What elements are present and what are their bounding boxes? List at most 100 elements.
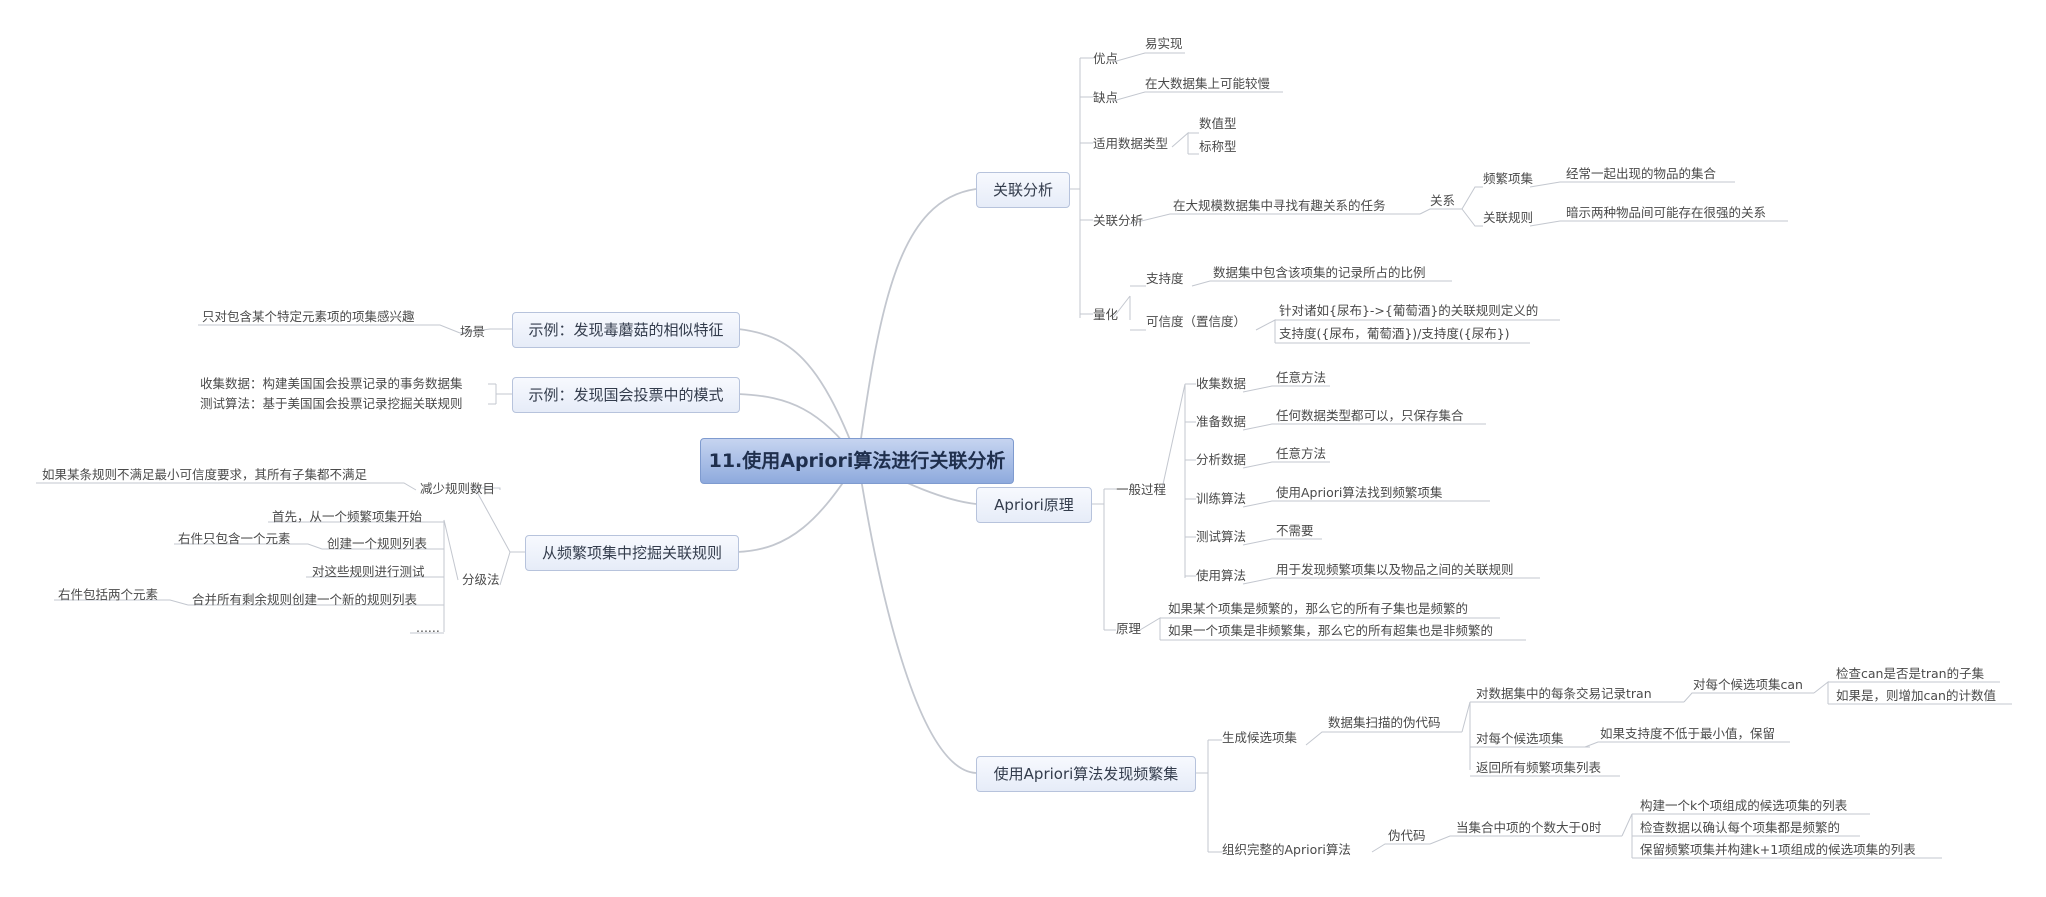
node-step-prepare[interactable]: 准备数据: [1196, 414, 1247, 429]
connector-line: [1419, 208, 1462, 215]
connector-line: [857, 188, 977, 461]
connector-line: [174, 543, 323, 550]
connector-line: [470, 487, 501, 490]
node-split-ellipsis[interactable]: ......: [416, 620, 440, 635]
node-keep-and-build[interactable]: 保留频繁项集并构建k+1项组成的候选项集的列表: [1640, 842, 1916, 857]
node-scan-pseudocode[interactable]: 数据集扫描的伪代码: [1328, 715, 1441, 730]
node-association-rule-desc[interactable]: 暗示两种物品间可能存在很强的关系: [1566, 205, 1767, 220]
connector-line: [1255, 319, 1276, 343]
connector-line: [1584, 741, 1790, 748]
node-association-rule[interactable]: 关联规则: [1483, 210, 1534, 225]
node-numeric[interactable]: 数值型: [1199, 116, 1237, 131]
connector-line: [1305, 731, 1462, 746]
connector-line: [1242, 538, 1322, 546]
node-easy-implement[interactable]: 易实现: [1145, 36, 1183, 51]
node-quantify[interactable]: 量化: [1093, 307, 1119, 322]
connector-line: [1242, 461, 1330, 469]
node-split-merge[interactable]: 合并所有剩余规则创建一个新的规则列表: [192, 592, 418, 607]
node-right-two[interactable]: 右件包括两个元素: [58, 587, 159, 602]
node-split-create[interactable]: 创建一个规则列表: [327, 536, 428, 551]
topic-apriori-principle[interactable]: Apriori原理: [976, 487, 1092, 523]
node-split-start[interactable]: 首先，从一个频繁项集开始: [272, 509, 423, 524]
node-general-process[interactable]: 一般过程: [1116, 482, 1167, 497]
node-confidence-formula[interactable]: 支持度({尿布，葡萄酒})/支持度({尿布}): [1279, 326, 1510, 341]
node-slow-large-data[interactable]: 在大数据集上可能较慢: [1145, 76, 1271, 91]
node-analysis[interactable]: 关联分析: [1093, 213, 1144, 228]
root-topic[interactable]: 11.使用Apriori算法进行关联分析: [700, 438, 1014, 484]
node-increment-count[interactable]: 如果是，则增加can的计数值: [1836, 688, 1996, 703]
connector-line: [443, 519, 459, 632]
node-vote-collect[interactable]: 收集数据：构建美国国会投票记录的事务数据集: [200, 376, 463, 391]
connector-line: [1139, 617, 1161, 640]
node-keep-min-support[interactable]: 如果支持度不低于最小值，保留: [1600, 726, 1776, 741]
connector-line: [1161, 383, 1186, 578]
node-return-frequent[interactable]: 返回所有频繁项集列表: [1476, 760, 1602, 775]
connector-line: [499, 551, 511, 586]
connector-line: [1242, 500, 1490, 508]
node-reduce-rules[interactable]: 减少规则数目: [420, 481, 496, 496]
topic-mushroom-example[interactable]: 示例：发现毒蘑菇的相似特征: [512, 312, 740, 348]
connector-line: [1529, 220, 1788, 227]
node-step-test[interactable]: 测试算法: [1196, 529, 1247, 544]
node-step-use-desc[interactable]: 用于发现频繁项集以及物品之间的关联规则: [1276, 562, 1514, 577]
node-step-train-desc[interactable]: 使用Apriori算法找到频繁项集: [1276, 485, 1443, 500]
topic-vote-example[interactable]: 示例：发现国会投票中的模式: [512, 377, 740, 413]
node-per-candidate[interactable]: 对每个候选项集: [1476, 731, 1564, 746]
node-step-analyze-desc[interactable]: 任意方法: [1276, 446, 1327, 461]
node-support-desc[interactable]: 数据集中包含该项集的记录所占的比例: [1213, 265, 1426, 280]
node-step-collect-desc[interactable]: 任意方法: [1276, 370, 1327, 385]
node-step-test-desc[interactable]: 不需要: [1276, 523, 1314, 538]
node-generate-candidates[interactable]: 生成候选项集: [1222, 730, 1298, 745]
node-vote-test[interactable]: 测试算法：基于美国国会投票记录挖掘关联规则: [200, 396, 463, 411]
connector-line: [1813, 680, 1829, 704]
node-principle[interactable]: 原理: [1116, 621, 1142, 636]
node-full-algorithm[interactable]: 组织完整的Apriori算法: [1222, 842, 1351, 857]
node-principle-subset[interactable]: 如果某个项集是频繁的，那么它的所有子集也是频繁的: [1168, 601, 1469, 616]
node-full-pseudocode[interactable]: 伪代码: [1388, 828, 1426, 843]
topic-find-frequent-sets[interactable]: 使用Apriori算法发现频繁集: [976, 756, 1196, 792]
node-relation[interactable]: 关系: [1430, 193, 1456, 208]
node-step-prepare-desc[interactable]: 任何数据类型都可以，只保存集合: [1276, 408, 1464, 423]
node-advantages[interactable]: 优点: [1093, 51, 1119, 66]
node-principle-superset[interactable]: 如果一个项集是非频繁集，那么它的所有超集也是非频繁的: [1168, 623, 1494, 638]
node-check-subset[interactable]: 检查can是否是tran的子集: [1836, 666, 1985, 681]
node-check-frequent[interactable]: 检查数据以确认每个项集都是频繁的: [1640, 820, 1841, 835]
node-scene[interactable]: 场景: [460, 324, 486, 339]
node-reduce-rules-desc[interactable]: 如果某条规则不满足最小可信度要求，其所有子集都不满足: [42, 467, 368, 482]
node-analysis-task[interactable]: 在大规模数据集中寻找有趣关系的任务: [1173, 198, 1386, 213]
topic-association-analysis[interactable]: 关联分析: [976, 172, 1070, 208]
node-step-collect[interactable]: 收集数据: [1196, 376, 1247, 391]
node-support[interactable]: 支持度: [1146, 271, 1184, 286]
connector-line: [1242, 423, 1486, 431]
topic-mine-rules[interactable]: 从频繁项集中挖掘关联规则: [525, 535, 739, 571]
node-data-types[interactable]: 适用数据类型: [1093, 136, 1169, 151]
node-split-method[interactable]: 分级法: [462, 572, 500, 587]
node-confidence-def[interactable]: 针对诸如{尿布}->{葡萄酒}的关联规则定义的: [1279, 303, 1539, 318]
connector-line: [459, 328, 512, 334]
node-step-use[interactable]: 使用算法: [1196, 568, 1247, 583]
connector-line: [36, 482, 417, 491]
node-while-loop[interactable]: 当集合中项的个数大于0时: [1456, 820, 1602, 835]
node-right-one[interactable]: 右件只包含一个元素: [178, 531, 291, 546]
node-frequent-itemset-desc[interactable]: 经常一起出现的物品的集合: [1566, 166, 1717, 181]
connector-line: [1191, 280, 1452, 287]
connector-line: [1112, 91, 1283, 102]
node-step-analyze[interactable]: 分析数据: [1196, 452, 1247, 467]
node-split-test[interactable]: 对这些规则进行测试: [312, 564, 425, 579]
connector-line: [1371, 843, 1430, 853]
node-nominal[interactable]: 标称型: [1199, 139, 1237, 154]
node-step-train[interactable]: 训练算法: [1196, 491, 1247, 506]
connector-line: [1242, 577, 1540, 585]
connector-line: [1461, 186, 1483, 210]
node-build-candidates[interactable]: 构建一个k个项组成的候选项集的列表: [1640, 798, 1848, 813]
node-confidence[interactable]: 可信度（置信度）: [1146, 314, 1247, 329]
node-per-transaction[interactable]: 对数据集中的每条交易记录tran: [1476, 686, 1652, 701]
node-scene-desc[interactable]: 只对包含某个特定元素项的项集感兴趣: [202, 309, 415, 324]
connector-line: [737, 328, 859, 461]
connector-line: [1171, 131, 1189, 154]
node-frequent-itemset[interactable]: 频繁项集: [1483, 171, 1534, 186]
node-disadvantages[interactable]: 缺点: [1093, 90, 1119, 105]
connector-line: [857, 459, 977, 774]
node-per-candidate-can[interactable]: 对每个候选项集can: [1693, 677, 1803, 692]
